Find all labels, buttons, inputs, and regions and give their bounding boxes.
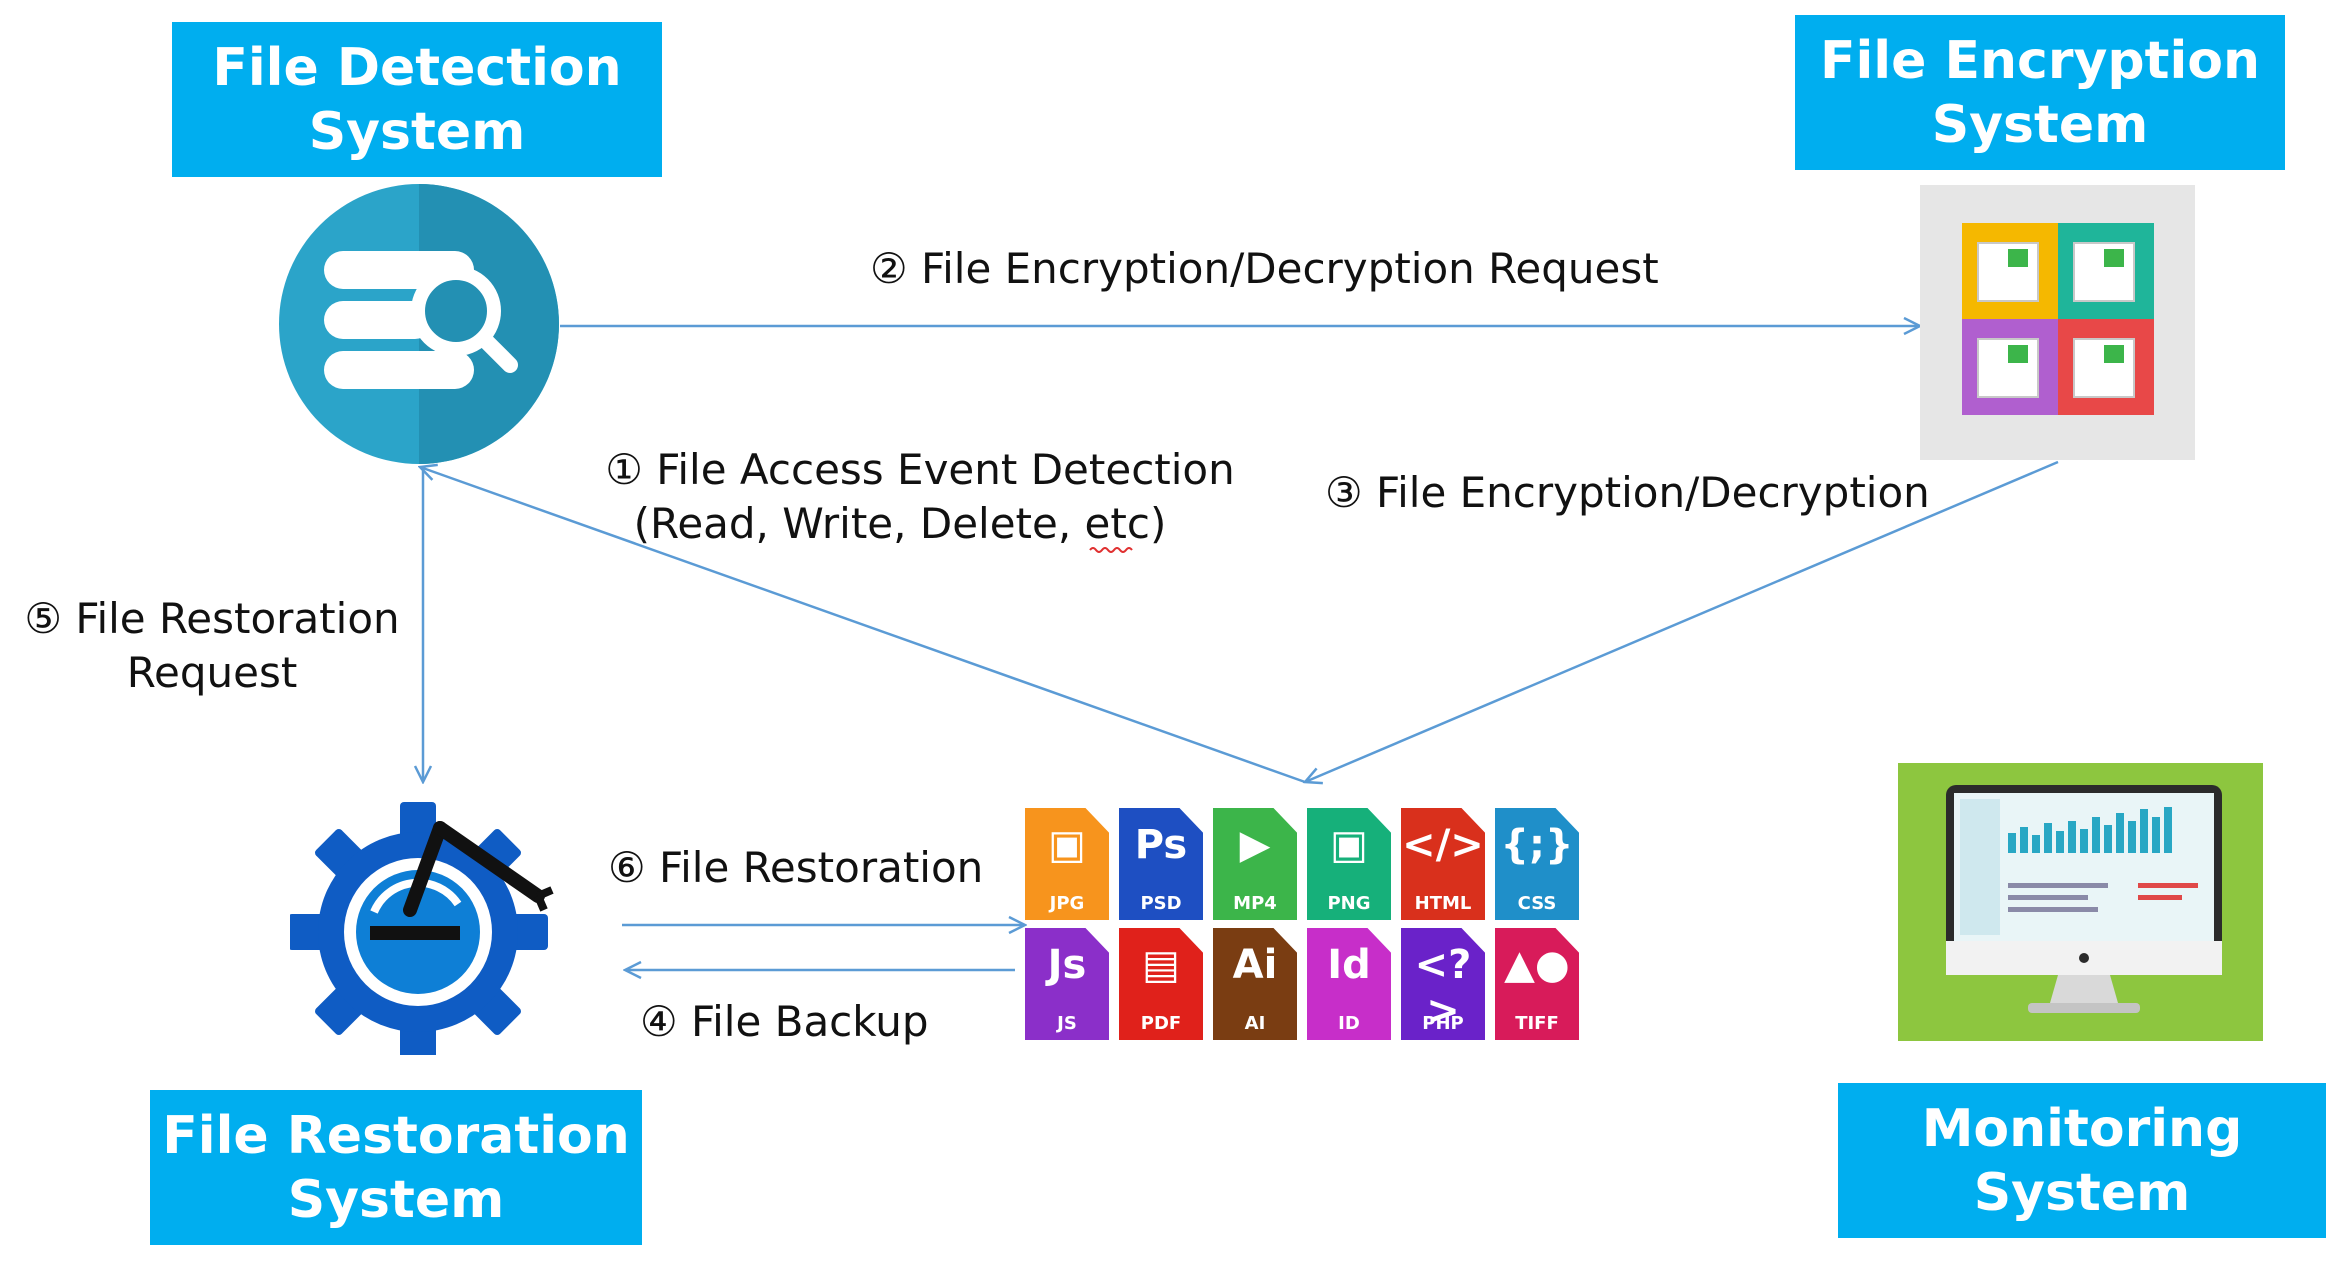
monitoring-system-line1: Monitoring bbox=[1921, 1098, 2243, 1159]
file-icon-glyph: <?> bbox=[1414, 942, 1472, 1034]
file-icon-ext: JPG bbox=[1049, 893, 1085, 914]
gear-robot-arm-icon bbox=[290, 802, 554, 1055]
file-icon-ext: PNG bbox=[1327, 893, 1371, 914]
step-5-line2: Request bbox=[126, 648, 298, 697]
file-icon-glyph: {;} bbox=[1500, 822, 1574, 868]
file-icon-glyph: Id bbox=[1327, 942, 1371, 988]
file-icon-html: </> HTML bbox=[1401, 808, 1485, 920]
step-5-label: ⑤ File Restoration Request bbox=[12, 592, 412, 700]
encryption-system-label: File Encryption System bbox=[1795, 15, 2285, 170]
spellcheck-underline bbox=[1089, 547, 1133, 553]
file-icon-glyph: </> bbox=[1402, 822, 1484, 868]
file-icon-png: ▣ PNG bbox=[1307, 808, 1391, 920]
database-search-icon bbox=[279, 184, 559, 464]
file-icon-glyph: ▣ bbox=[1330, 822, 1368, 868]
monitoring-system-line2: System bbox=[1973, 1162, 2191, 1223]
step-6-label: ⑥ File Restoration bbox=[608, 843, 984, 892]
file-icon-ext: PHP bbox=[1422, 1013, 1464, 1034]
restoration-system-line1: File Restoration bbox=[162, 1105, 630, 1166]
file-icon-tiff: ▲● TIFF bbox=[1495, 928, 1579, 1040]
arrow-encryption-decryption bbox=[1305, 460, 2059, 782]
locked-files-icon bbox=[1920, 185, 2195, 460]
encryption-system-line1: File Encryption bbox=[1819, 30, 2261, 91]
encryption-system-line2: System bbox=[1931, 94, 2149, 155]
file-icon-glyph: ▶ bbox=[1239, 822, 1271, 868]
file-icon-ext: JS bbox=[1057, 1013, 1077, 1034]
file-icon-glyph: ▲● bbox=[1504, 942, 1570, 988]
step-1-label: ① File Access Event Detection (Read, Wri… bbox=[590, 443, 1250, 551]
file-icon-css: {;} CSS bbox=[1495, 808, 1579, 920]
file-icon-ext: MP4 bbox=[1233, 893, 1277, 914]
file-icon-ext: AI bbox=[1244, 1013, 1266, 1034]
file-icon-jpg: ▣ JPG bbox=[1025, 808, 1109, 920]
file-icon-glyph: ▤ bbox=[1142, 942, 1180, 988]
step-5-line1: ⑤ File Restoration bbox=[24, 594, 400, 643]
file-icon-ext: TIFF bbox=[1515, 1013, 1559, 1034]
file-icon-php: <?>PHP bbox=[1401, 928, 1485, 1040]
file-icon-ext: HTML bbox=[1414, 893, 1472, 914]
file-icon-pdf: ▤ PDF bbox=[1119, 928, 1203, 1040]
file-icon-glyph: Ai bbox=[1232, 942, 1278, 988]
restoration-system-label: File Restoration System bbox=[150, 1090, 642, 1245]
detection-system-label: File Detection System bbox=[172, 22, 662, 177]
step-1-line1: ① File Access Event Detection bbox=[605, 445, 1235, 494]
file-icon-glyph: Js bbox=[1047, 942, 1087, 988]
file-icon-ext: PSD bbox=[1140, 893, 1182, 914]
file-icon-glyph: ▣ bbox=[1048, 822, 1086, 868]
arrow-access-detection bbox=[420, 467, 1306, 784]
step-3-label: ③ File Encryption/Decryption bbox=[1325, 468, 1930, 517]
step-2-label: ② File Encryption/Decryption Request bbox=[870, 244, 1659, 293]
detection-system-line2: System bbox=[308, 101, 526, 162]
file-icon-ext: PDF bbox=[1140, 1013, 1182, 1034]
step-1-line2: (Read, Write, Delete, etc) bbox=[633, 499, 1167, 548]
file-icon-mp4: ▶ MP4 bbox=[1213, 808, 1297, 920]
restoration-system-line2: System bbox=[287, 1169, 505, 1230]
detection-system-line1: File Detection bbox=[212, 37, 622, 98]
step-4-label: ④ File Backup bbox=[640, 997, 929, 1046]
monitor-dashboard-icon bbox=[1898, 763, 2263, 1041]
file-icon-ext: ID bbox=[1338, 1013, 1360, 1034]
file-icon-ext: CSS bbox=[1517, 893, 1557, 914]
file-icon-glyph: Ps bbox=[1134, 822, 1188, 868]
monitoring-system-label: Monitoring System bbox=[1838, 1083, 2326, 1238]
